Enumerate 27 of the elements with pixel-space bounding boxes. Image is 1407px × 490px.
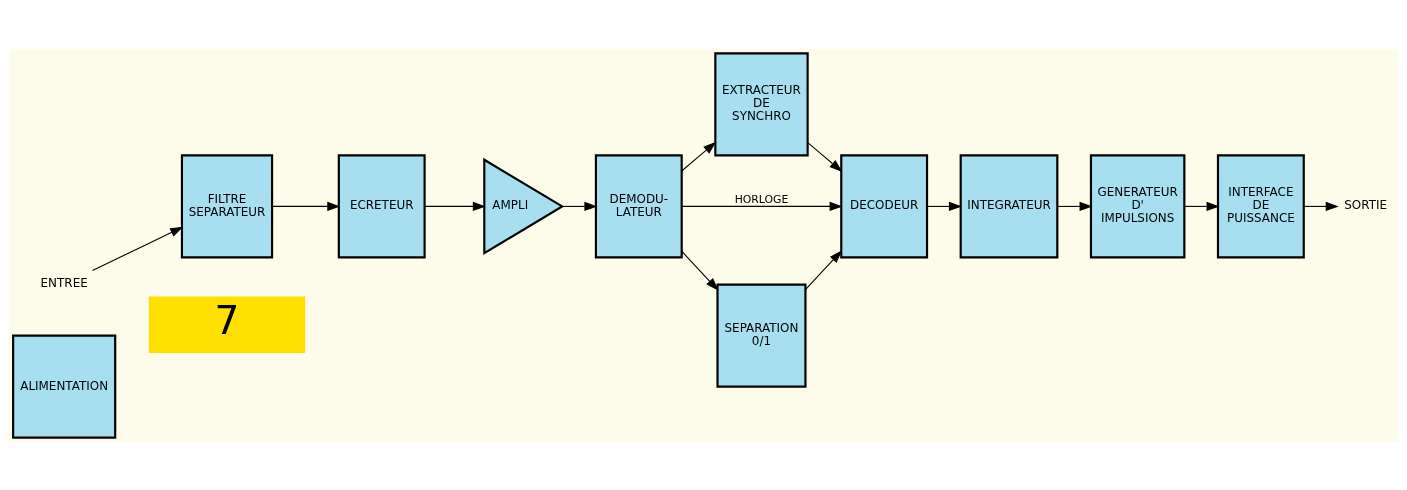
edge-label: HORLOGE xyxy=(734,192,789,206)
arrow xyxy=(1183,201,1220,211)
arrow xyxy=(805,249,843,290)
arrow xyxy=(681,250,719,291)
arrow xyxy=(271,201,341,211)
node-box: ECRETEUR xyxy=(337,153,426,259)
node-box: DEMODU- LATEUR xyxy=(594,153,683,259)
arrow xyxy=(926,201,962,211)
arrow xyxy=(91,226,184,271)
node-box: SEPARATION 0/1 xyxy=(716,283,807,388)
node-box: INTERFACE DE PUISSANCE xyxy=(1216,153,1305,259)
node-box: FILTRE SEPARATEUR xyxy=(180,153,274,259)
arrow xyxy=(561,201,598,211)
arrow xyxy=(424,201,486,211)
arrow xyxy=(807,141,843,172)
node-box: ALIMENTATION xyxy=(12,334,117,439)
arrow xyxy=(1057,201,1093,211)
label: 7 xyxy=(214,297,240,343)
arrow xyxy=(1303,201,1339,211)
node-box: GENERATEUR D' IMPULSIONS xyxy=(1089,153,1186,259)
node-text: ENTREE xyxy=(40,275,88,290)
node-text: SORTIE xyxy=(1344,197,1388,212)
node-box: DECODEUR xyxy=(840,153,929,259)
arrow xyxy=(681,201,843,211)
node-box: INTEGRATEUR xyxy=(959,153,1059,259)
arrow xyxy=(681,141,717,172)
node-box: EXTRACTEUR DE SYNCHRO xyxy=(714,51,809,156)
